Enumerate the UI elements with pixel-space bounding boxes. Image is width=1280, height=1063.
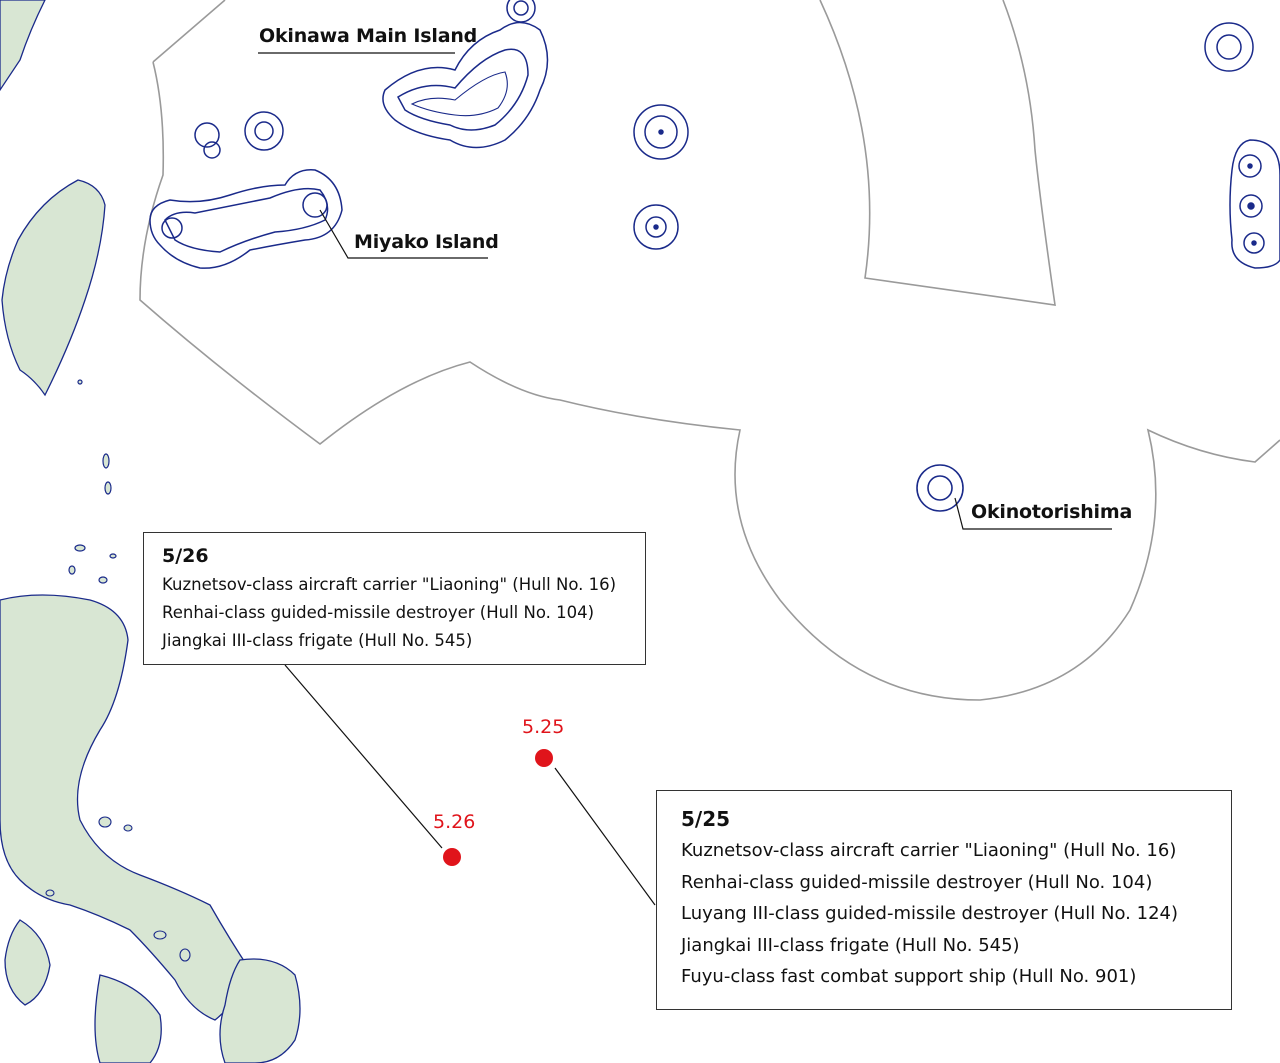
ship-entry: Jiangkai III-class frigate (Hull No. 545… bbox=[162, 631, 473, 650]
ship-entry: Luyang III-class guided-missile destroye… bbox=[681, 903, 1179, 924]
miyako-islands bbox=[149, 111, 343, 269]
ship-info-box-may25: 5/25 Kuznetsov-class aircraft carrier "L… bbox=[656, 790, 1232, 1010]
visayas-land bbox=[94, 974, 162, 1063]
batanes-islets bbox=[68, 379, 117, 584]
label-miyako-island: Miyako Island bbox=[354, 231, 499, 253]
box-date: 5/25 bbox=[681, 807, 731, 831]
ship-entry: Jiangkai III-class frigate (Hull No. 545… bbox=[681, 934, 1020, 956]
ship-entry: Kuznetsov-class aircraft carrier "Liaoni… bbox=[681, 840, 1177, 861]
ship-entry: Fuyu-class fast combat support ship (Hul… bbox=[681, 966, 1137, 987]
okinawa-islands bbox=[382, 0, 549, 149]
box-leaders bbox=[284, 664, 656, 906]
mindoro-land bbox=[4, 919, 51, 1006]
ship-entry: Kuznetsov-class aircraft carrier "Liaoni… bbox=[162, 575, 617, 594]
box-date: 5/26 bbox=[162, 545, 209, 567]
position-label-525: 5.25 bbox=[522, 716, 565, 738]
position-marker-525 bbox=[535, 749, 553, 767]
position-label-526: 5.26 bbox=[433, 811, 476, 833]
samar-land bbox=[219, 958, 301, 1063]
eez-boundary bbox=[139, 0, 1280, 701]
label-okinotorishima: Okinotorishima bbox=[971, 501, 1133, 523]
ship-entry: Renhai-class guided-missile destroyer (H… bbox=[681, 871, 1153, 893]
ogasawara-islands bbox=[1204, 22, 1280, 269]
small-philippine-islets bbox=[45, 816, 191, 962]
okinotorishima-island bbox=[916, 464, 964, 512]
taiwan-land bbox=[1, 179, 106, 397]
position-marker-526 bbox=[443, 848, 461, 866]
label-leaders bbox=[258, 52, 1112, 530]
label-okinawa-main-island: Okinawa Main Island bbox=[259, 25, 478, 47]
daito-islands bbox=[633, 104, 689, 250]
taiwan-north-coast bbox=[0, 0, 46, 92]
luzon-land bbox=[0, 594, 251, 1021]
ship-entry: Renhai-class guided-missile destroyer (H… bbox=[162, 603, 595, 622]
ship-info-box-may26: 5/26 Kuznetsov-class aircraft carrier "L… bbox=[143, 532, 646, 665]
